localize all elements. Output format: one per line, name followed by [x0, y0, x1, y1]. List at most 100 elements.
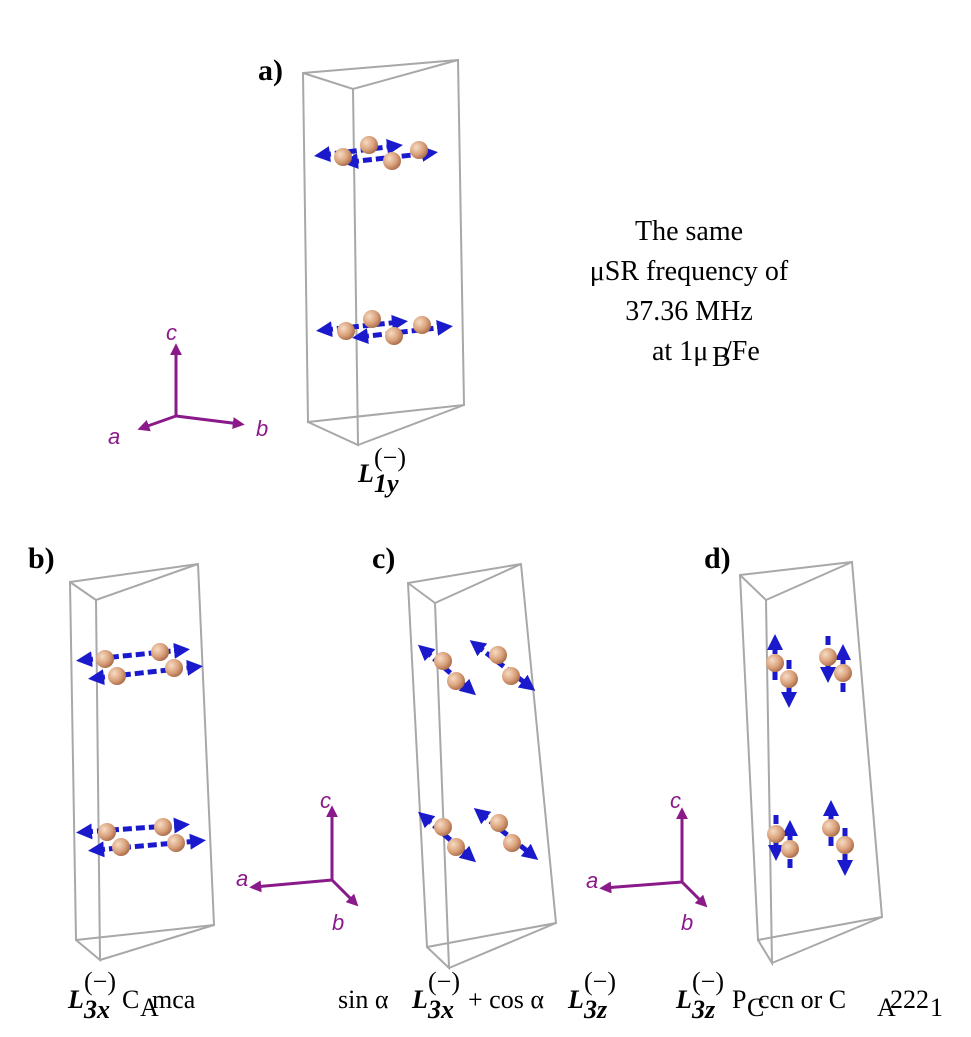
panel-a: a) L 1y (−) [258, 54, 466, 498]
panel-b-caption: L 3x (−) C A mca [67, 967, 196, 1024]
fe-atom [447, 838, 465, 856]
svg-text:1y: 1y [374, 469, 399, 498]
svg-text:μSR frequency of: μSR frequency of [590, 256, 789, 287]
fe-atom [836, 836, 854, 854]
fe-atom [434, 652, 452, 670]
svg-text:37.36 MHz: 37.36 MHz [625, 296, 753, 327]
svg-text:222: 222 [890, 985, 929, 1014]
fe-atom [502, 667, 520, 685]
a-axis-arrow [249, 878, 333, 893]
spin-layer-d-bottom [767, 799, 854, 877]
fe-atom [360, 136, 378, 154]
svg-text:(−): (−) [692, 967, 724, 996]
svg-text:+ cos α: + cos α [468, 985, 544, 1014]
fe-atom [822, 819, 840, 837]
fe-atom [766, 654, 784, 672]
spin-layer-c-bottom [417, 807, 539, 863]
panel-c-caption: sin α L 3x (−) + cos α L 3z (−) [338, 967, 616, 1024]
spin-layer-b-bottom [76, 817, 206, 858]
fe-atom [383, 152, 401, 170]
fe-atom [334, 148, 352, 166]
svg-text:a: a [236, 866, 248, 891]
panel-c: c) sin α L 3x (−) + cos [338, 542, 616, 1024]
svg-text:L: L [357, 459, 374, 488]
a-axis-arrow [599, 880, 683, 894]
svg-text:L: L [67, 985, 84, 1014]
b-axis-arrow [680, 880, 708, 908]
svg-text:L: L [567, 985, 584, 1014]
unit-cell-a [301, 58, 466, 447]
b-axis-arrow [330, 878, 359, 907]
svg-text:b: b [332, 910, 344, 935]
fe-atom [780, 670, 798, 688]
fe-atom [108, 667, 126, 685]
fe-atom [96, 650, 114, 668]
svg-text:L: L [675, 985, 692, 1014]
svg-text:A: A [140, 993, 159, 1022]
fe-atom [98, 823, 116, 841]
svg-text:b: b [681, 910, 693, 935]
fe-atom [489, 646, 507, 664]
fe-atom [167, 834, 185, 852]
svg-text:(−): (−) [428, 967, 460, 996]
svg-text:B: B [712, 342, 731, 373]
svg-text:1: 1 [930, 993, 943, 1022]
unit-cell-d [738, 560, 884, 967]
spin-layer-a-top [314, 136, 438, 170]
svg-text:3z: 3z [691, 995, 716, 1024]
svg-text:3x: 3x [427, 995, 454, 1024]
fe-atom [413, 316, 431, 334]
spin-layer-a-bottom [316, 310, 453, 345]
svg-text:3z: 3z [583, 995, 608, 1024]
fe-atom [385, 327, 403, 345]
fe-atom [781, 840, 799, 858]
svg-text:L: L [411, 985, 428, 1014]
fe-atom [151, 643, 169, 661]
fe-atom [154, 818, 172, 836]
panel-d-label: d) [704, 542, 731, 575]
panel-a-label: a) [258, 54, 283, 87]
spin-layer-b-top [76, 642, 203, 686]
axis-triad-cd: c a b [586, 788, 708, 935]
fe-atom [337, 322, 355, 340]
axis-triad-bc: c a b [236, 788, 359, 935]
svg-text:c: c [320, 788, 331, 813]
svg-text:mca: mca [152, 985, 196, 1014]
svg-text:/Fe: /Fe [724, 336, 760, 367]
unit-cell-c [406, 562, 558, 971]
fe-atom [503, 834, 521, 852]
svg-text:(−): (−) [584, 967, 616, 996]
a-axis-label: a [108, 424, 120, 449]
svg-text:c: c [670, 788, 681, 813]
svg-text:at 1μ: at 1μ [652, 336, 708, 367]
b-axis-arrow [175, 414, 245, 430]
fe-atom [819, 648, 837, 666]
panel-d-caption: L 3z (−) P C ccn or C A 222 1 [675, 967, 943, 1024]
svg-text:sin α: sin α [338, 985, 389, 1014]
b-axis-label: b [256, 416, 268, 441]
frequency-note: The same μSR frequency of 37.36 MHz at 1… [590, 216, 789, 373]
unit-cell-b [68, 562, 216, 963]
panel-b-label: b) [28, 542, 55, 575]
svg-text:ccn or C: ccn or C [758, 985, 846, 1014]
fe-atom [112, 838, 130, 856]
svg-text:A: A [877, 993, 896, 1022]
svg-text:C: C [747, 993, 764, 1022]
fe-atom [165, 659, 183, 677]
c-axis-label: c [166, 320, 177, 345]
svg-text:a: a [586, 868, 598, 893]
svg-text:The same: The same [635, 216, 743, 247]
fe-atom [767, 825, 785, 843]
axis-triad-a: c b a [108, 320, 268, 449]
panel-d: d) L 3z [675, 542, 943, 1024]
svg-text:(−): (−) [374, 443, 406, 472]
fe-atom [363, 310, 381, 328]
fe-atom [834, 664, 852, 682]
spin-layer-d-top [766, 633, 852, 709]
svg-text:(−): (−) [84, 967, 116, 996]
fe-atom [447, 672, 465, 690]
a-axis-arrow [137, 414, 177, 432]
svg-text:C: C [122, 985, 139, 1014]
svg-text:3x: 3x [83, 995, 110, 1024]
